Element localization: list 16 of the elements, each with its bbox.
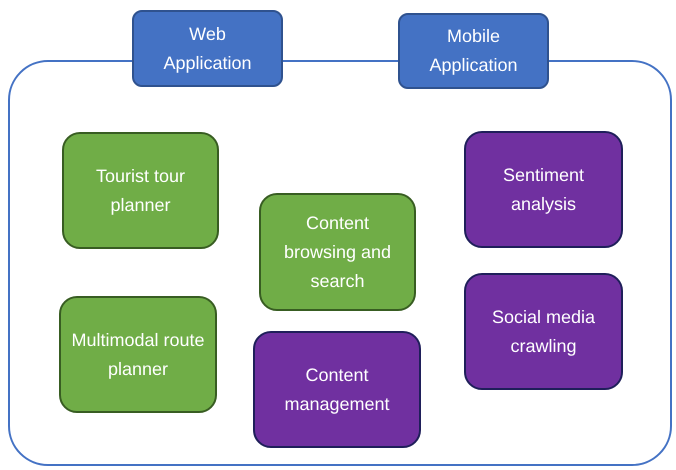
web-module-box [62, 132, 219, 249]
backend-module-box [253, 331, 421, 448]
node-label: Multimodal route planner [70, 328, 206, 381]
backend-module-box [464, 131, 623, 248]
node-label: Social media crawling [490, 306, 596, 358]
backend-module-box [464, 273, 623, 390]
web-module-box [259, 193, 416, 311]
node-label: Web Application [162, 22, 253, 75]
node-label: Sentiment analysis [502, 164, 586, 216]
web-module-box [59, 296, 217, 413]
platform-box [398, 13, 549, 89]
platform-box [132, 10, 283, 87]
node-label: Mobile Application [428, 25, 519, 77]
node-label: Tourist tour planner [94, 164, 186, 217]
node-label: Content browsing and search [282, 212, 392, 292]
node-label: Content management [283, 364, 391, 416]
